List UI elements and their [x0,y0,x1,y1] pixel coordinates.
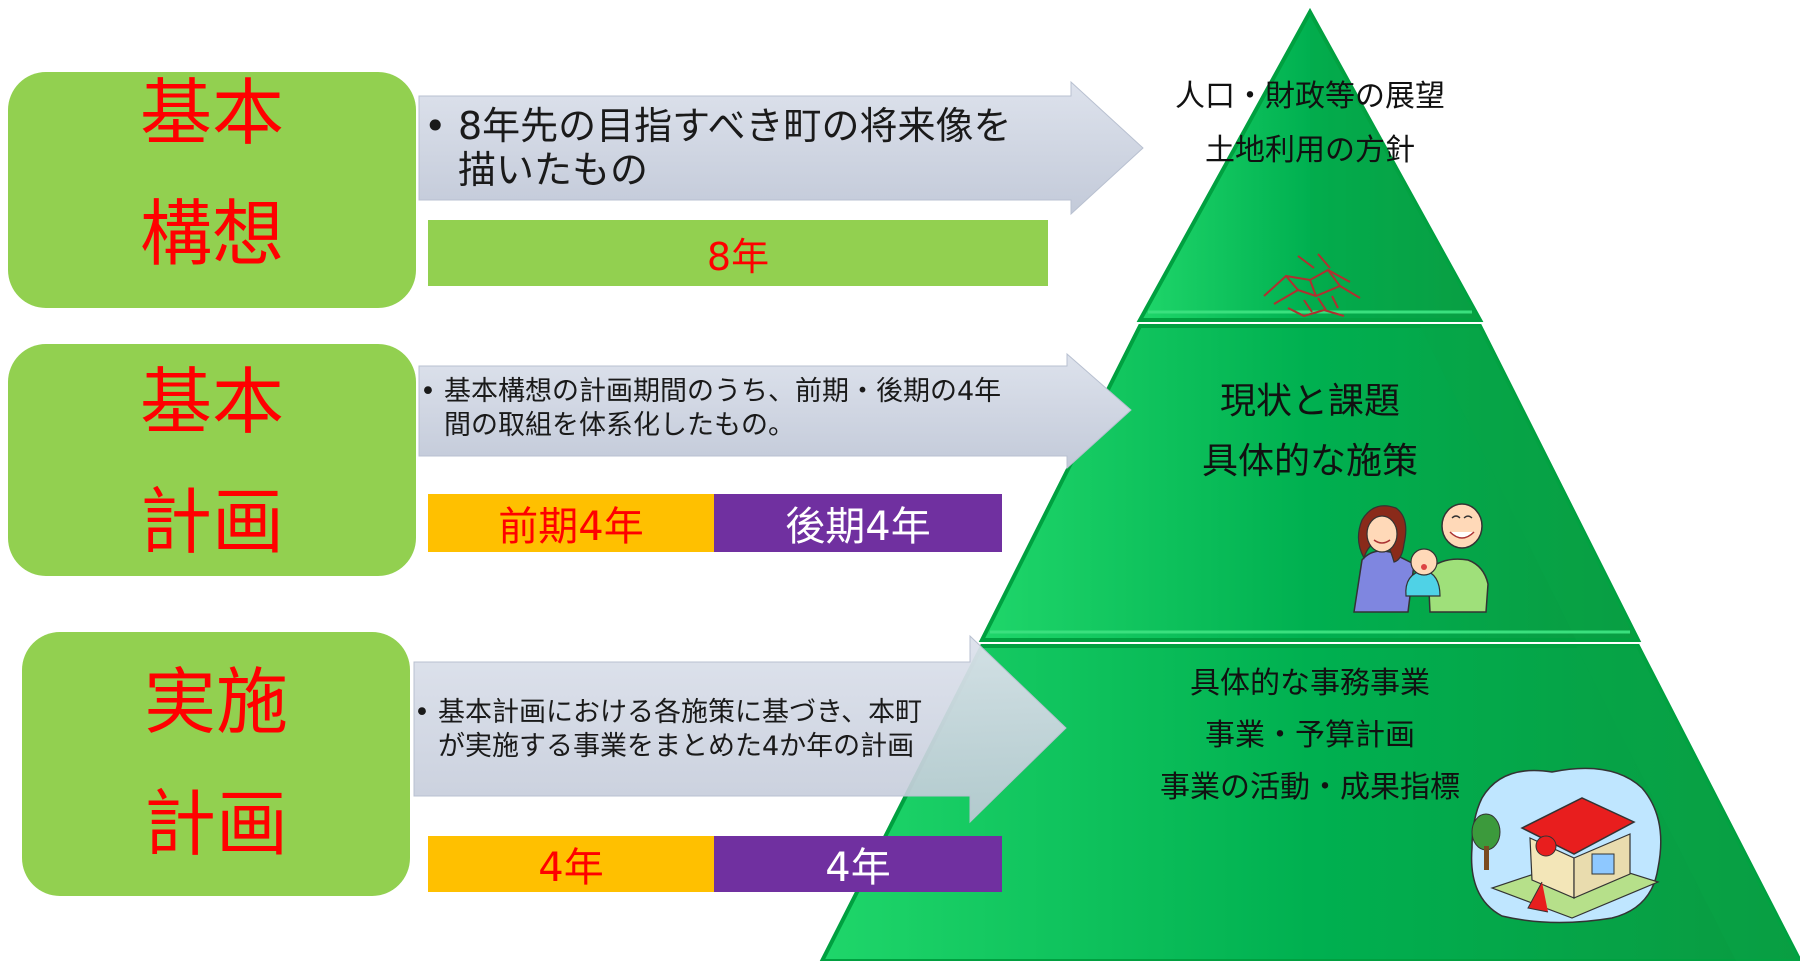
desc-line1: 8年先の目指すべき町の将来像を [458,104,1012,148]
desc-kihon-koso: • 8年先の目指すべき町の将来像を 描いたもの [424,104,1084,192]
pyramid-middle-text: 現状と課題 具体的な施策 [1110,372,1510,492]
label-line1: 基本 [139,360,284,444]
bar-first-4-years: 前期4年 [428,494,714,552]
pyramid-bottom-line1: 具体的な事務事業 [1190,666,1430,701]
label-line2: 計画 [139,480,284,564]
desc-line1: 基本計画における各施策に基づき、本町 [438,697,923,728]
label-line1: 基本 [139,71,284,155]
pyramid-bottom-line2: 事業・予算計画 [1205,718,1415,753]
family-icon [1353,503,1489,613]
pyramid-tier-middle [978,324,1642,642]
pyramid-middle-line2: 具体的な施策 [1201,441,1418,482]
bar-second-4-years: 後期4年 [714,494,1002,552]
arrow-jisshi-keikaku [413,634,1067,824]
bar-4-years-right: 4年 [714,836,1002,892]
label-line2: 構想 [139,192,284,276]
pyramid-tier-top [1136,7,1484,322]
desc-line2: 間の取組を体系化したもの。 [444,410,795,441]
house-icon [1470,767,1662,924]
arrow-kihon-keikaku [418,352,1132,470]
label-line1: 実施 [143,660,288,744]
desc-line1: 基本構想の計画期間のうち、前期・後期の4年 [444,376,1002,407]
pyramid-bottom-text: 具体的な事務事業 事業・予算計画 事業の活動・成果指標 [1110,658,1510,814]
label-jisshi-keikaku: 実施 計画 [22,632,410,896]
bar-8-years: 8年 [428,220,1048,286]
handshake-icon [1263,253,1361,318]
bar-4-years-left: 4年 [428,836,714,892]
desc-line2: 描いたもの [458,148,649,192]
desc-kihon-keikaku: • 基本構想の計画期間のうち、前期・後期の4年 間の取組を体系化したもの。 [420,375,1080,443]
arrow-kihon-koso [418,80,1144,216]
desc-line2: が実施する事業をまとめた4か年の計画 [438,731,915,762]
label-kihon-koso: 基本 構想 [8,72,416,308]
pyramid-bottom-line3: 事業の活動・成果指標 [1160,770,1460,805]
label-kihon-keikaku: 基本 計画 [8,344,416,576]
pyramid-top-line1: 人口・財政等の展望 [1175,79,1445,114]
label-line2: 計画 [143,782,288,866]
desc-jisshi-keikaku: • 基本計画における各施策に基づき、本町 が実施する事業をまとめた4か年の計画 [414,696,1014,764]
pyramid-top-line2: 土地利用の方針 [1205,133,1415,168]
pyramid-top-text: 人口・財政等の展望 土地利用の方針 [1110,70,1510,178]
pyramid-middle-line1: 現状と課題 [1219,381,1400,422]
